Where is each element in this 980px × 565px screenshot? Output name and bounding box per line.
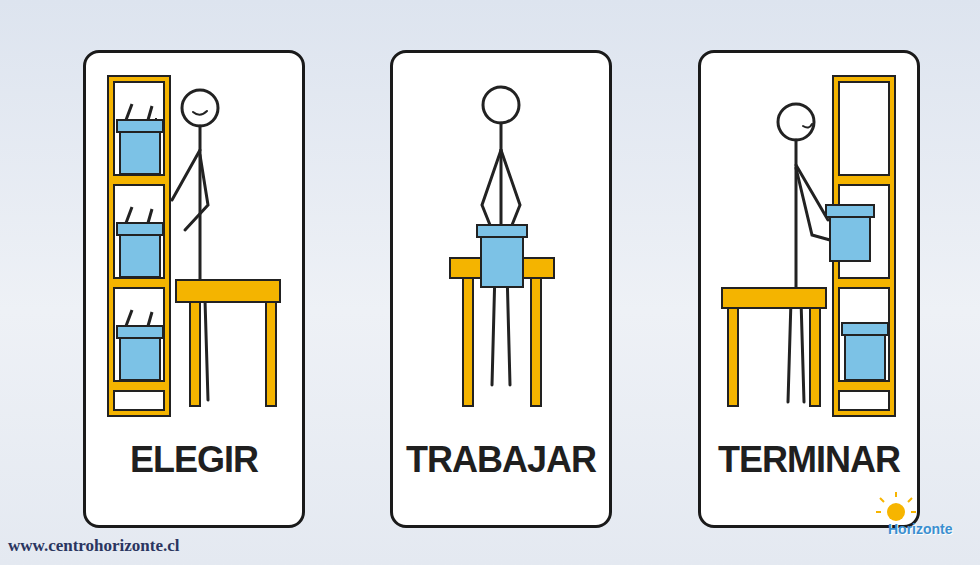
table <box>722 288 826 406</box>
tub-icons <box>826 205 888 380</box>
shelf-illustration <box>108 76 170 416</box>
website-url: www.centrohorizonte.cl <box>8 536 180 556</box>
pictogram-card: TERMINAR <box>698 50 920 528</box>
pictogram-card: ELEGIR <box>83 50 305 528</box>
card-ground <box>699 51 919 527</box>
card-ground <box>391 51 611 527</box>
pictogram-card: TRABAJAR <box>390 50 612 528</box>
tub-icons <box>117 104 163 380</box>
logo-sun <box>876 492 916 521</box>
card-caption: ELEGIR <box>86 438 302 482</box>
logo-wordmark: Horizonte <box>888 521 953 537</box>
card-ground <box>84 51 304 527</box>
card-caption: TRABAJAR <box>393 438 609 482</box>
table <box>176 280 280 406</box>
tub-icon <box>477 225 527 287</box>
card-caption: TERMINAR <box>701 438 917 482</box>
stick-figure <box>778 104 830 402</box>
